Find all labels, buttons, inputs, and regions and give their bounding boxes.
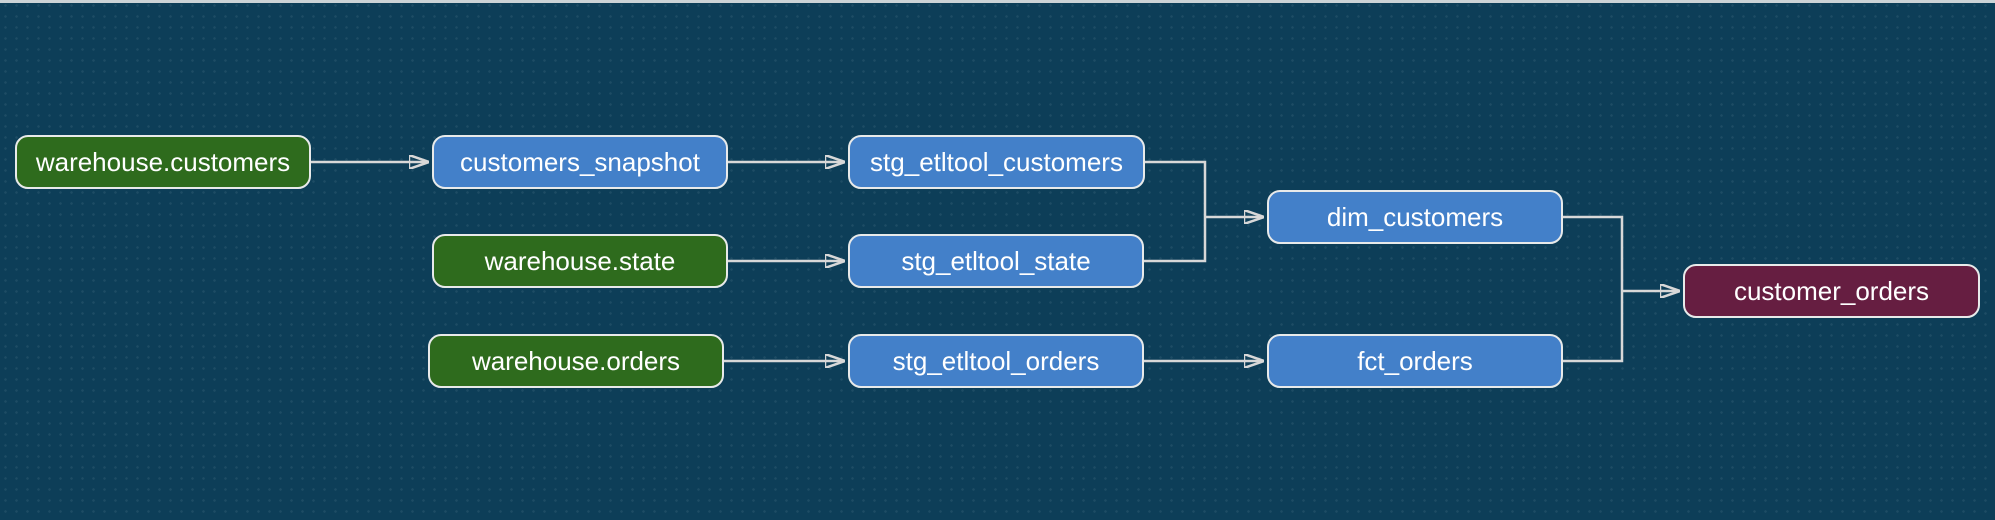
edge-stg-etltool-state-to-merge	[1144, 217, 1207, 263]
node-label: warehouse.state	[484, 245, 676, 276]
node-label: fct_orders	[1357, 345, 1473, 376]
node-stg-etltool-customers[interactable]: stg_etltool_customers	[848, 135, 1145, 189]
edge-stg-etltool-customers-to-merge	[1145, 160, 1207, 217]
node-label: warehouse.orders	[471, 345, 681, 376]
node-label: customers_snapshot	[460, 146, 700, 177]
node-stg-etltool-state[interactable]: stg_etltool_state	[848, 234, 1144, 288]
node-warehouse-orders[interactable]: warehouse.orders	[428, 334, 724, 388]
node-stg-etltool-orders[interactable]: stg_etltool_orders	[848, 334, 1144, 388]
node-warehouse-state[interactable]: warehouse.state	[432, 234, 728, 288]
node-dim-customers[interactable]: dim_customers	[1267, 190, 1563, 244]
node-customers-snapshot[interactable]: customers_snapshot	[432, 135, 728, 189]
node-fct-orders[interactable]: fct_orders	[1267, 334, 1563, 388]
node-label: customer_orders	[1733, 275, 1930, 306]
edge-dim-customers-to-merge	[1563, 215, 1624, 291]
edge-fct-orders-to-merge	[1563, 291, 1624, 363]
node-warehouse-customers[interactable]: warehouse.customers	[15, 135, 311, 189]
node-label: dim_customers	[1326, 201, 1504, 232]
node-label: stg_etltool_customers	[870, 146, 1123, 177]
node-customer-orders[interactable]: customer_orders	[1683, 264, 1980, 318]
node-label: warehouse.customers	[35, 146, 291, 177]
top-border-strip	[0, 0, 1995, 3]
node-label: stg_etltool_state	[901, 245, 1091, 276]
node-label: stg_etltool_orders	[892, 345, 1100, 376]
